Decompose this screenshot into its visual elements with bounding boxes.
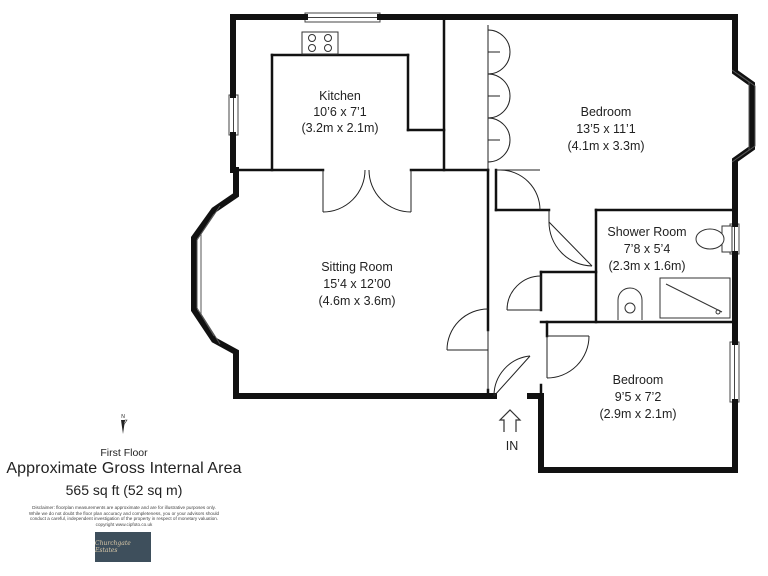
entrance-door bbox=[493, 355, 531, 397]
sitting-room-door bbox=[446, 308, 489, 390]
sitting-room-imperial: 15’4 x 12’00 bbox=[323, 277, 390, 291]
compass-icon: N bbox=[121, 414, 128, 434]
kitchen-metric: (3.2m x 2.1m) bbox=[301, 121, 378, 135]
room-label-shower-room: Shower Room 7’8 x 5’4 (2.3m x 1.6m) bbox=[607, 225, 686, 273]
area-title: Approximate Gross Internal Area bbox=[6, 460, 242, 477]
bedroom2-metric: (2.9m x 2.1m) bbox=[599, 407, 676, 421]
entrance-arrow-icon bbox=[498, 409, 522, 432]
hob bbox=[301, 31, 339, 55]
area-value: 565 sq ft (52 sq m) bbox=[65, 482, 183, 498]
bay-windows bbox=[196, 69, 756, 345]
agent-logo: Churchgate Estates bbox=[95, 532, 151, 562]
room-label-sitting-room: Sitting Room 15’4 x 12’00 (4.6m x 3.6m) bbox=[318, 260, 395, 308]
bedroom2-imperial: 9’5 x 7’2 bbox=[615, 390, 662, 404]
svg-text:N: N bbox=[121, 414, 125, 420]
bedroom1-name: Bedroom bbox=[581, 105, 632, 119]
floor-name: First Floor bbox=[100, 447, 148, 459]
toilet bbox=[695, 225, 733, 253]
shower-tray bbox=[659, 277, 731, 319]
shower-room-metric: (2.3m x 1.6m) bbox=[608, 259, 685, 273]
kitchen-imperial: 10’6 x 7’1 bbox=[313, 105, 367, 119]
room-label-bedroom2: Bedroom 9’5 x 7’2 (2.9m x 2.1m) bbox=[599, 373, 676, 421]
cupboard-door bbox=[506, 275, 542, 311]
disclaimer-text: Disclaimer: floorplan measurements are a… bbox=[28, 505, 220, 527]
doors bbox=[322, 25, 593, 397]
entrance-label: IN bbox=[506, 439, 519, 453]
wash-basin bbox=[617, 287, 643, 320]
interior-walls bbox=[234, 15, 737, 398]
bedroom1-metric: (4.1m x 3.3m) bbox=[567, 139, 644, 153]
bedroom2-door bbox=[546, 335, 590, 379]
sitting-room-name: Sitting Room bbox=[321, 260, 393, 274]
kitchen-name: Kitchen bbox=[319, 89, 361, 103]
shower-room-imperial: 7’8 x 5’4 bbox=[624, 242, 671, 256]
sitting-room-metric: (4.6m x 3.6m) bbox=[318, 294, 395, 308]
shower-door bbox=[548, 210, 593, 267]
room-label-kitchen: Kitchen 10’6 x 7’1 (3.2m x 2.1m) bbox=[301, 89, 378, 135]
shower-room-name: Shower Room bbox=[607, 225, 686, 239]
kitchen-double-door bbox=[322, 169, 412, 213]
wardrobe-doors bbox=[487, 25, 511, 170]
room-label-bedroom1: Bedroom 13’5 x 11’1 (4.1m x 3.3m) bbox=[567, 105, 644, 153]
bedroom2-name: Bedroom bbox=[613, 373, 664, 387]
bedroom1-imperial: 13’5 x 11’1 bbox=[576, 122, 636, 136]
logo-text: Churchgate Estates bbox=[95, 540, 131, 554]
windows bbox=[228, 12, 740, 403]
bedroom1-door bbox=[496, 169, 541, 211]
